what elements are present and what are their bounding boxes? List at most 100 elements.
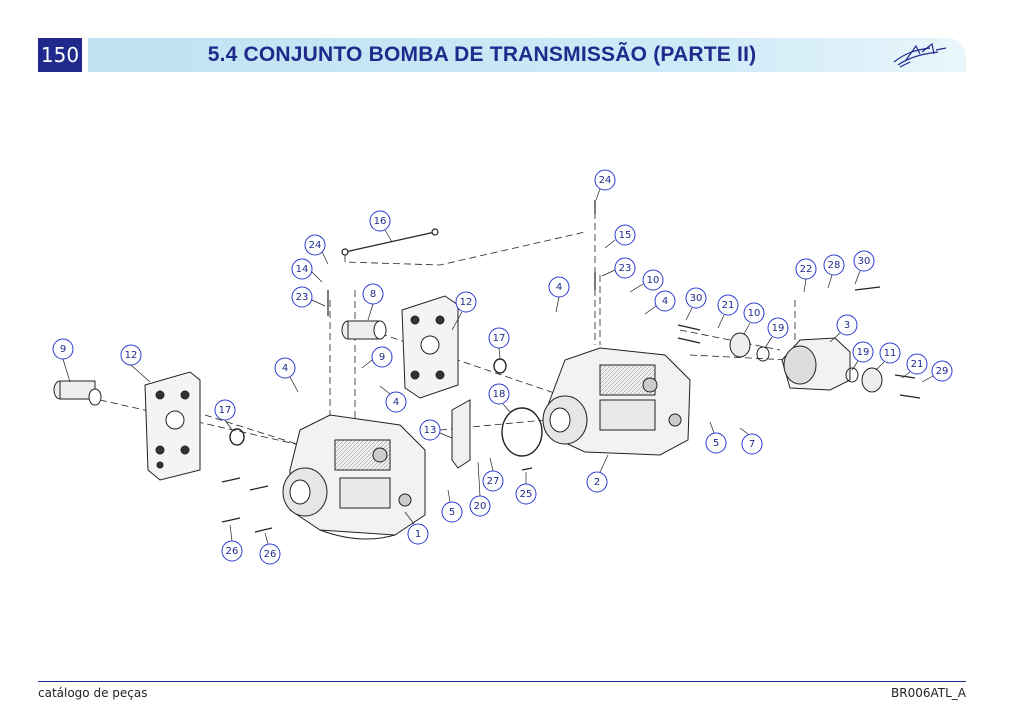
callout-19-left: 19	[764, 317, 789, 349]
svg-text:23: 23	[296, 292, 309, 303]
svg-text:7: 7	[749, 439, 755, 450]
gear-pump	[729, 332, 883, 393]
svg-text:1: 1	[415, 529, 421, 540]
svg-text:16: 16	[374, 216, 387, 227]
brand-logo-icon	[893, 42, 947, 68]
callout-9-center: 9	[361, 346, 393, 369]
callout-11: 11	[875, 342, 901, 371]
svg-text:21: 21	[722, 300, 735, 311]
callout-16: 16	[369, 210, 393, 243]
svg-text:18: 18	[493, 389, 506, 400]
callout-29: 29	[921, 360, 953, 383]
callout-4-d: 4	[644, 290, 676, 315]
svg-text:4: 4	[393, 397, 399, 408]
svg-text:19: 19	[857, 347, 870, 358]
svg-text:23: 23	[619, 263, 632, 274]
callout-27: 27	[482, 457, 504, 492]
svg-text:24: 24	[309, 240, 322, 251]
pump-body-1	[282, 414, 426, 540]
page-title: 5.4 CONJUNTO BOMBA DE TRANSMISSÃO (PARTE…	[207, 43, 757, 66]
coupling-center	[341, 320, 387, 340]
callout-15: 15	[604, 224, 636, 249]
callout-18: 18	[488, 383, 511, 413]
svg-text:12: 12	[460, 297, 473, 308]
callout-5-a: 5	[441, 489, 463, 523]
callout-10-a: 10	[629, 269, 664, 293]
svg-text:27: 27	[487, 476, 500, 487]
svg-text:3: 3	[844, 320, 850, 331]
callout-23-right: 23	[601, 257, 636, 279]
svg-text:14: 14	[296, 264, 309, 275]
callout-7: 7	[739, 427, 763, 455]
callout-2: 2	[586, 454, 609, 493]
callout-13: 13	[419, 419, 453, 441]
svg-text:19: 19	[772, 323, 785, 334]
svg-text:10: 10	[748, 308, 761, 319]
callout-17-center: 17	[488, 327, 510, 359]
svg-text:17: 17	[219, 405, 232, 416]
callout-19-right: 19	[851, 341, 874, 371]
callout-24-right: 24	[594, 169, 616, 201]
bracket	[451, 399, 471, 469]
svg-text:26: 26	[226, 546, 239, 557]
callout-3: 3	[829, 314, 858, 343]
callout-4-b: 4	[379, 385, 407, 413]
valve-block-center	[401, 295, 459, 399]
svg-text:4: 4	[282, 363, 288, 374]
callout-30-right: 30	[853, 250, 875, 285]
callout-9-left: 9	[52, 338, 74, 383]
svg-text:5: 5	[713, 438, 719, 449]
svg-text:17: 17	[493, 333, 506, 344]
callout-10-b: 10	[743, 302, 765, 335]
svg-text:4: 4	[662, 296, 668, 307]
callout-22: 22	[795, 258, 817, 293]
callout-28: 28	[823, 254, 845, 289]
page-number: 150	[38, 38, 82, 72]
callout-8: 8	[362, 283, 384, 321]
svg-text:28: 28	[828, 260, 841, 271]
footer-catalog-label: catálogo de peças	[38, 686, 148, 700]
callout-5-b: 5	[705, 421, 727, 454]
svg-text:13: 13	[424, 425, 437, 436]
o-ring-center	[493, 358, 507, 374]
footer-divider	[38, 681, 966, 682]
callout-21-right: 21	[901, 353, 928, 379]
valve-block-left	[144, 371, 201, 481]
svg-text:11: 11	[884, 348, 897, 359]
svg-text:25: 25	[520, 489, 533, 500]
svg-text:5: 5	[449, 507, 455, 518]
svg-text:30: 30	[690, 293, 703, 304]
pump-body-2	[542, 347, 691, 456]
callout-26-b: 26	[259, 532, 281, 565]
callout-12-left: 12	[120, 344, 151, 383]
svg-text:2: 2	[594, 477, 600, 488]
callout-21-left: 21	[717, 294, 739, 329]
svg-text:22: 22	[800, 264, 813, 275]
svg-text:9: 9	[60, 344, 66, 355]
svg-text:4: 4	[556, 282, 562, 293]
large-o-ring	[501, 407, 543, 457]
callout-1: 1	[404, 511, 429, 545]
o-ring-left	[229, 428, 245, 446]
svg-text:10: 10	[647, 275, 660, 286]
svg-text:15: 15	[619, 230, 632, 241]
footer-document-code: BR006ATL_A	[891, 686, 966, 700]
svg-text:21: 21	[911, 359, 924, 370]
callout-26-a: 26	[221, 524, 243, 562]
title-bar: 5.4 CONJUNTO BOMBA DE TRANSMISSÃO (PARTE…	[88, 38, 966, 72]
callout-23-left: 23	[291, 286, 326, 308]
callout-24-left: 24	[304, 234, 329, 265]
bolts	[221, 200, 921, 533]
svg-text:20: 20	[474, 501, 487, 512]
callout-4-c: 4	[548, 276, 570, 313]
control-rod	[341, 228, 439, 256]
callout-25: 25	[515, 472, 537, 505]
coupling-left	[53, 380, 102, 406]
callout-4-a: 4	[274, 357, 299, 393]
svg-text:9: 9	[379, 352, 385, 363]
svg-text:29: 29	[936, 366, 949, 377]
svg-text:24: 24	[599, 175, 612, 186]
svg-text:30: 30	[858, 256, 871, 267]
callout-20: 20	[469, 461, 491, 517]
